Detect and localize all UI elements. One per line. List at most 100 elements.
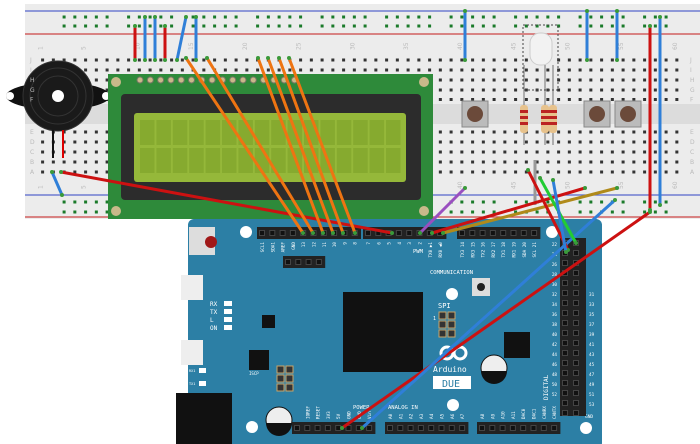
header-pin[interactable]: [573, 320, 579, 326]
header-pin[interactable]: [479, 425, 485, 431]
header-pin[interactable]: [345, 425, 352, 431]
header-pin[interactable]: [573, 360, 579, 366]
erase-button[interactable]: [477, 283, 485, 291]
header-pin[interactable]: [294, 425, 300, 431]
wire-orange[interactable]: [287, 56, 357, 235]
header-pin[interactable]: [573, 280, 579, 286]
header-pin[interactable]: [397, 425, 404, 431]
wire-red[interactable]: [430, 186, 587, 235]
header-pin[interactable]: [459, 425, 466, 431]
lcd-16x2[interactable]: [108, 74, 433, 219]
header-pin[interactable]: [500, 230, 507, 236]
header-pin[interactable]: [395, 230, 402, 236]
header-pin[interactable]: [520, 425, 527, 431]
header-pin[interactable]: [285, 259, 291, 265]
header-pin[interactable]: [562, 310, 568, 316]
push-button[interactable]: [614, 100, 642, 128]
header-pin[interactable]: [366, 425, 373, 431]
wire-red[interactable]: [526, 168, 570, 252]
reset-button[interactable]: [205, 236, 217, 248]
header-pin[interactable]: [573, 350, 579, 356]
header-pin[interactable]: [573, 300, 579, 306]
button-cap[interactable]: [620, 106, 636, 122]
header-pin[interactable]: [324, 425, 331, 431]
header-pin[interactable]: [562, 400, 568, 406]
header-pin[interactable]: [573, 340, 579, 346]
header-pin[interactable]: [448, 425, 455, 431]
header-pin[interactable]: [540, 425, 547, 431]
header-pin[interactable]: [305, 259, 312, 265]
header-pin[interactable]: [562, 260, 568, 266]
wire-blue[interactable]: [551, 178, 568, 254]
arduino-due-board[interactable]: Arduino DUE SPI 1 ISCP COMMUNICATION PWM…: [176, 219, 602, 444]
header-pin[interactable]: [562, 290, 568, 296]
header-pin[interactable]: [407, 425, 414, 431]
push-button[interactable]: [461, 100, 489, 128]
header-pin[interactable]: [562, 340, 568, 346]
header-pin[interactable]: [438, 425, 445, 431]
header-pin[interactable]: [315, 259, 322, 265]
wire-brown[interactable]: [441, 186, 619, 235]
usb-port-native[interactable]: [181, 275, 203, 300]
header-pin[interactable]: [562, 320, 568, 326]
header-pin[interactable]: [304, 425, 311, 431]
header-pin[interactable]: [259, 230, 265, 236]
header-pin[interactable]: [406, 230, 413, 236]
header-pin[interactable]: [562, 280, 568, 286]
header-pin[interactable]: [459, 230, 465, 236]
header-pin[interactable]: [269, 230, 276, 236]
header-pin[interactable]: [562, 350, 568, 356]
header-pin[interactable]: [387, 425, 393, 431]
header-pin[interactable]: [573, 310, 579, 316]
power-jack[interactable]: [176, 393, 232, 444]
header-pin[interactable]: [562, 380, 568, 386]
header-pin[interactable]: [573, 370, 579, 376]
header-pin[interactable]: [551, 425, 558, 431]
wire-red[interactable]: [340, 210, 652, 430]
header-pin[interactable]: [417, 425, 424, 431]
wire-orange[interactable]: [205, 56, 315, 235]
header-pin[interactable]: [562, 300, 568, 306]
wire-red[interactable]: [59, 170, 394, 235]
wire-orange[interactable]: [277, 56, 345, 235]
wire-orange[interactable]: [184, 56, 305, 235]
header-pin[interactable]: [530, 425, 537, 431]
push-button[interactable]: [583, 100, 611, 128]
wire-orange[interactable]: [266, 56, 335, 235]
header-pin[interactable]: [279, 230, 286, 236]
header-pin[interactable]: [510, 230, 517, 236]
header-pin[interactable]: [562, 410, 568, 416]
header-pin[interactable]: [479, 230, 486, 236]
header-pin[interactable]: [289, 230, 296, 236]
header-pin[interactable]: [509, 425, 516, 431]
header-pin[interactable]: [573, 380, 579, 386]
header-pin[interactable]: [469, 230, 476, 236]
header-pin[interactable]: [562, 390, 568, 396]
wire-blue[interactable]: [50, 170, 64, 197]
button-cap[interactable]: [467, 106, 483, 122]
piezo-buzzer[interactable]: [6, 60, 110, 158]
header-pin[interactable]: [573, 390, 579, 396]
header-pin[interactable]: [314, 425, 321, 431]
header-pin[interactable]: [573, 400, 579, 406]
header-pin[interactable]: [573, 250, 579, 256]
header-pin[interactable]: [365, 230, 371, 236]
header-pin[interactable]: [573, 290, 579, 296]
wire-purple[interactable]: [418, 186, 467, 235]
button-cap[interactable]: [589, 106, 605, 122]
header-pin[interactable]: [531, 230, 538, 236]
header-pin[interactable]: [573, 270, 579, 276]
header-pin[interactable]: [562, 330, 568, 336]
header-pin[interactable]: [573, 410, 579, 416]
usb-port-programming[interactable]: [181, 340, 203, 365]
header-pin[interactable]: [520, 230, 527, 236]
header-pin[interactable]: [499, 425, 506, 431]
header-pin[interactable]: [562, 370, 568, 376]
wire-orange[interactable]: [256, 56, 325, 235]
header-pin[interactable]: [489, 230, 496, 236]
wire-blue[interactable]: [175, 15, 188, 62]
header-pin[interactable]: [562, 360, 568, 366]
header-pin[interactable]: [428, 425, 435, 431]
header-pin[interactable]: [295, 259, 302, 265]
header-pin[interactable]: [573, 330, 579, 336]
